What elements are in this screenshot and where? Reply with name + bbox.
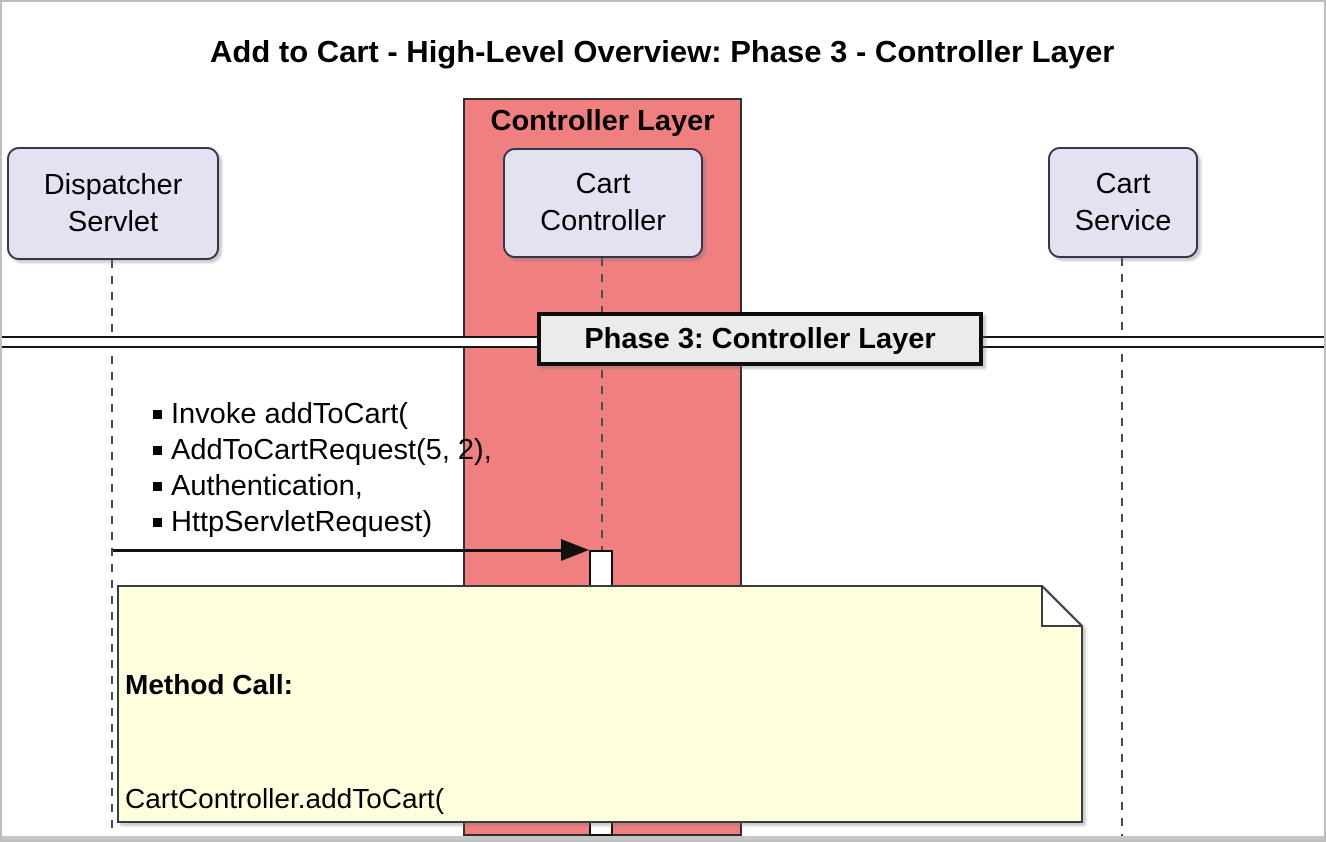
lifeline-cart-controller [601,258,603,836]
note-text: Method Call: CartController.addToCart( r… [125,590,859,842]
message-label-block: Invoke addToCart( AddToCartRequest(5, 2)… [153,396,492,540]
message-line: Invoke addToCart( [153,396,492,432]
participant-cart-service: Cart Service [1048,147,1198,258]
note-heading: Method Call: [125,669,293,700]
divider-phase-3: Phase 3: Controller Layer [537,312,983,366]
participant-label: Dispatcher [43,168,183,201]
message-line: AddToCartRequest(5, 2), [153,432,492,468]
message-text: AddToCartRequest(5, 2), [171,433,492,466]
square-bullet-icon [153,481,162,491]
square-bullet-icon [153,517,162,527]
lifeline-cart-service [1121,258,1123,836]
method-call-note: Method Call: CartController.addToCart( r… [117,585,1083,823]
message-arrowhead-icon [561,539,589,561]
message-text: Authentication, [171,469,363,502]
participant-label: Servlet [67,205,159,238]
square-bullet-icon [153,409,162,419]
participant-cart-controller: Cart Controller [503,148,703,258]
square-bullet-icon [153,445,162,455]
diagram-title: Add to Cart - High-Level Overview: Phase… [210,34,1115,69]
bottom-gray-strip [0,836,1326,842]
participant-label: Controller [540,205,666,237]
message-text: Invoke addToCart( [171,397,408,430]
message-text: HttpServletRequest) [171,505,433,538]
message-line: HttpServletRequest) [153,504,492,540]
participant-label: Cart [575,168,631,200]
note-line: CartController.addToCart( [125,783,445,814]
note-fold-icon [1041,585,1083,627]
lifeline-dispatcher-servlet [111,260,113,836]
participant-dispatcher-servlet: Dispatcher Servlet [7,147,219,260]
note-shape [117,585,1083,823]
participant-label: Cart [1095,167,1151,200]
controller-layer-band-label: Controller Layer [490,105,715,137]
message-arrow-line [113,549,565,552]
message-line: Authentication, [153,468,492,504]
participant-label: Service [1074,204,1172,237]
